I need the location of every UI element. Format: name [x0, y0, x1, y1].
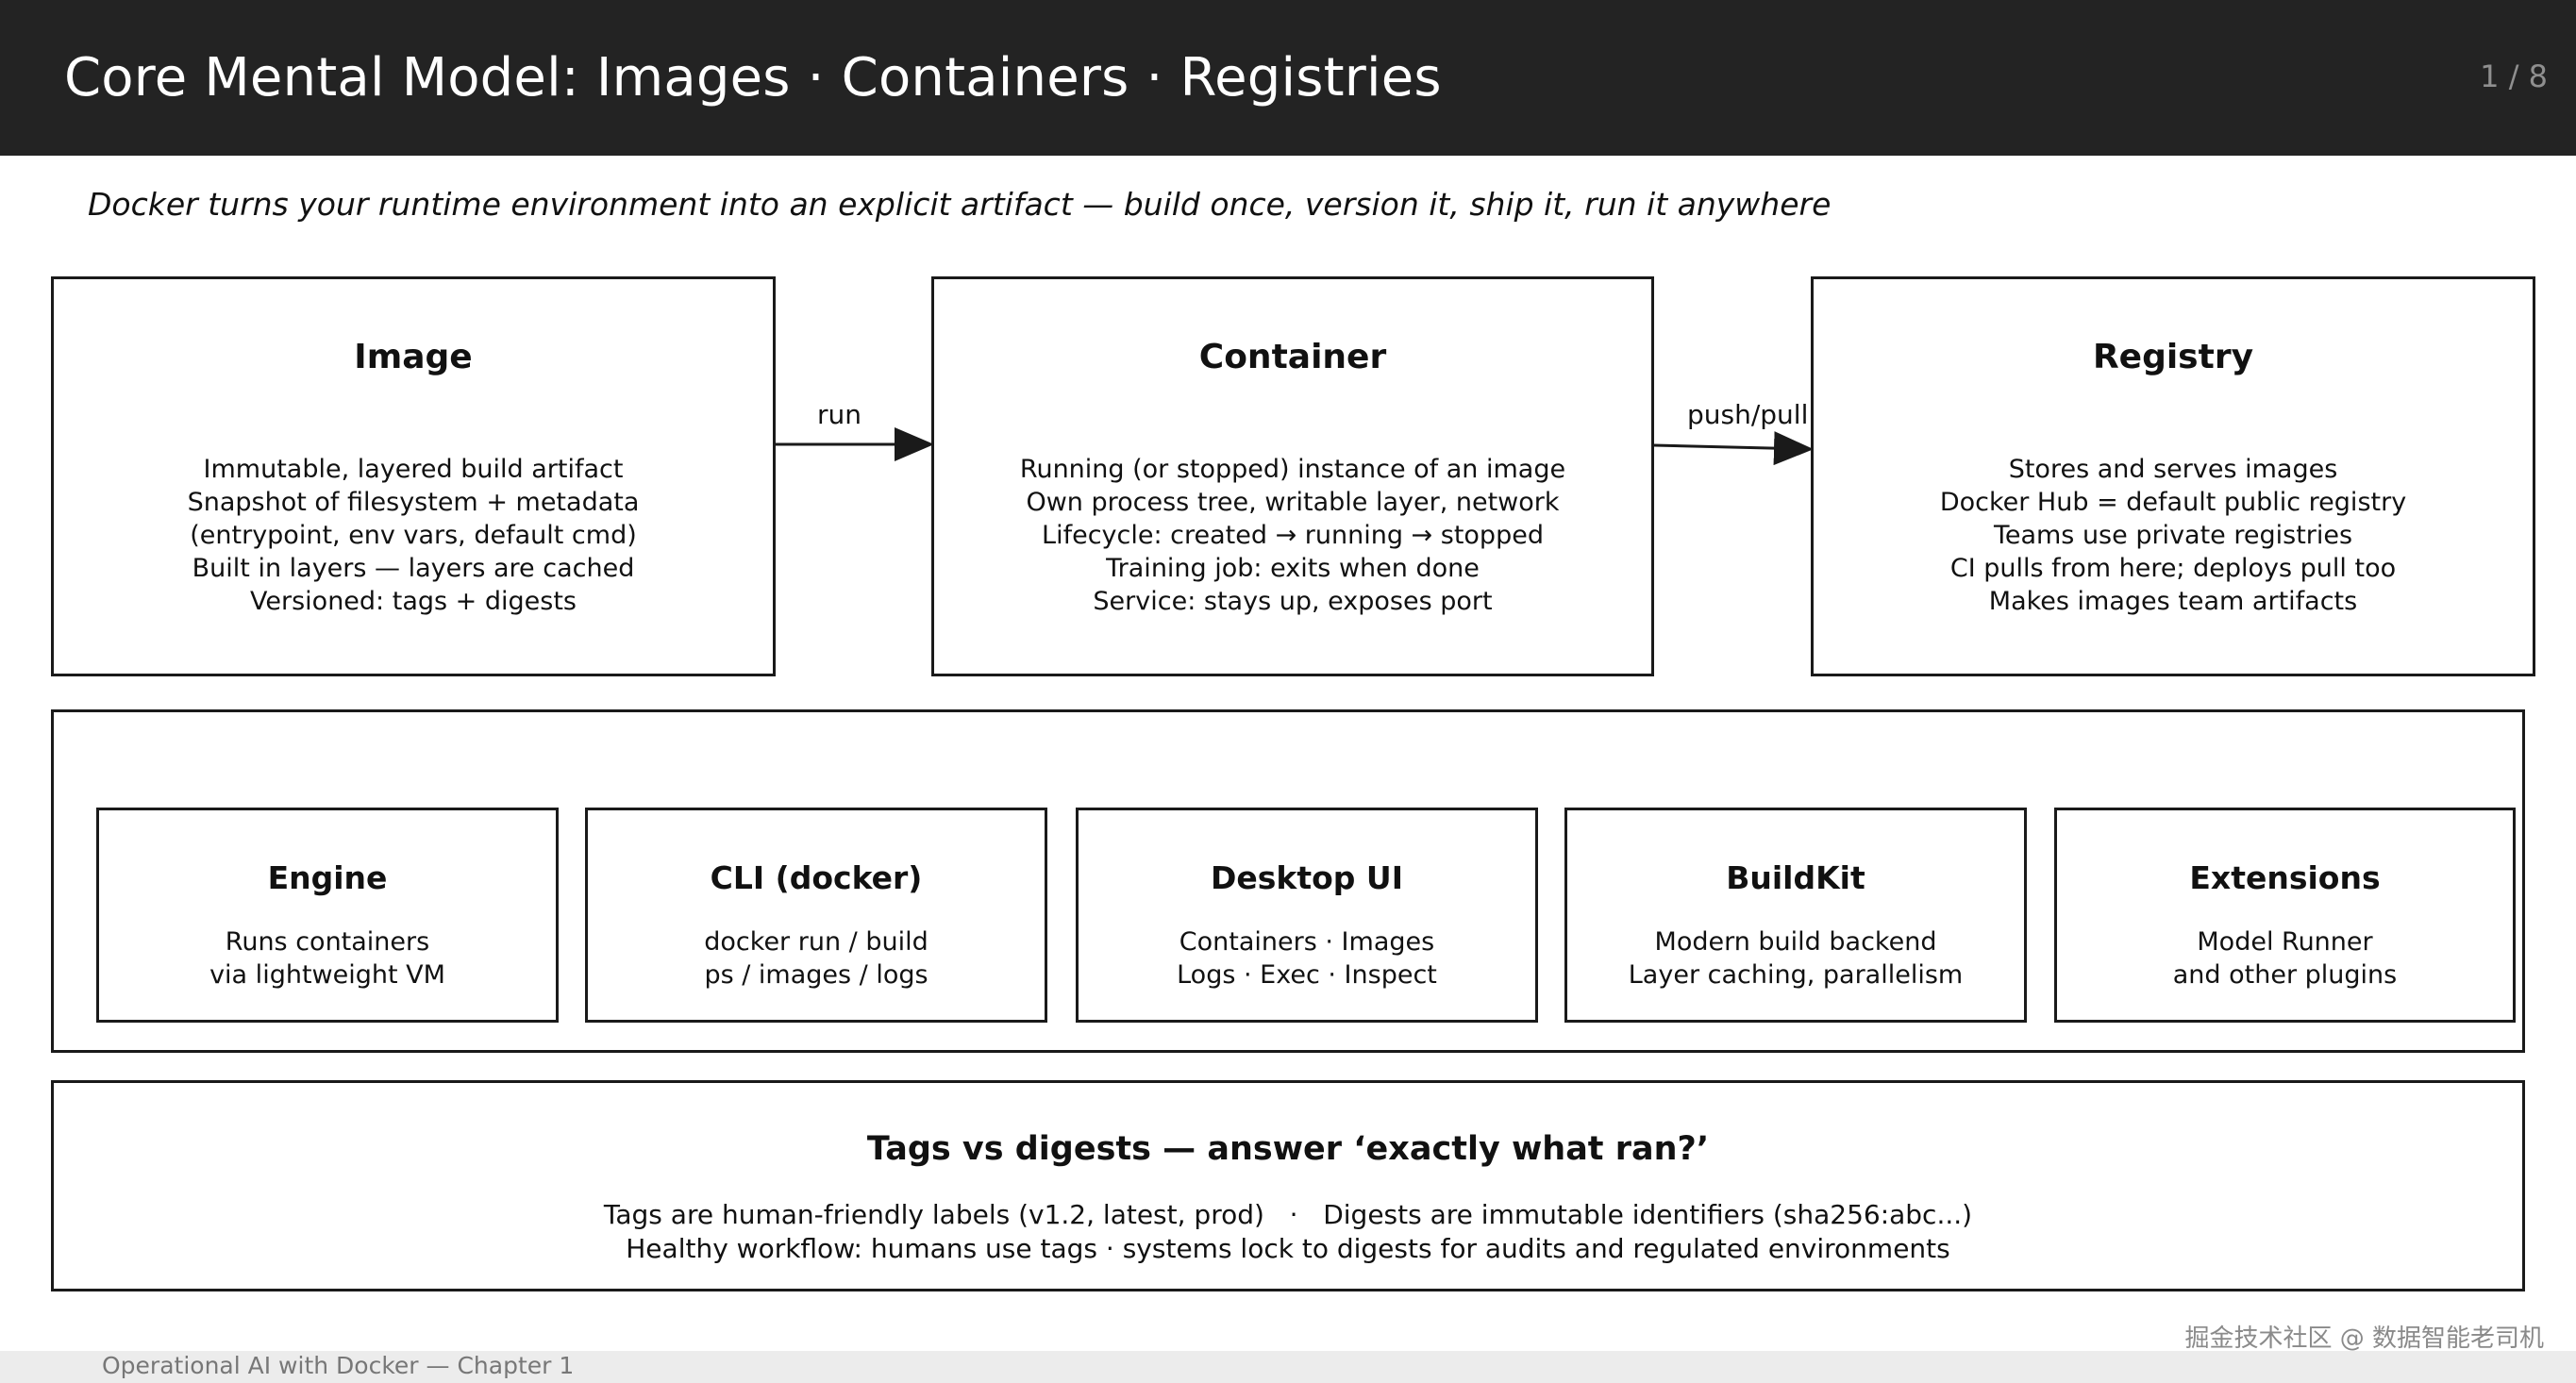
registry-description: Stores and serves images Docker Hub = de…: [1814, 453, 2533, 618]
footer-bar: [0, 1351, 2576, 1383]
registry-box: Registry Stores and serves images Docker…: [1811, 276, 2535, 676]
extensions-line: and other plugins: [2172, 960, 2398, 990]
push-pull-edge-label: push/pull: [1687, 399, 1809, 430]
registry-title: Registry: [2092, 338, 2254, 376]
buildkit-line: Layer caching, parallelism: [1628, 960, 1964, 990]
cli-line: docker run / build: [704, 927, 928, 957]
buildkit-box: BuildKit Modern build backend Layer cach…: [1564, 808, 2027, 1023]
engine-line: Runs containers: [225, 927, 430, 957]
image-description: Immutable, layered build artifact Snapsh…: [54, 453, 773, 618]
container-box: Container Running (or stopped) instance …: [931, 276, 1654, 676]
cli-description: docker run / build ps / images / logs: [588, 925, 1045, 991]
image-box: Image Immutable, layered build artifact …: [51, 276, 776, 676]
extensions-line: Model Runner: [2197, 927, 2373, 957]
header-bar: Core Mental Model: Images · Containers ·…: [0, 0, 2576, 156]
tags-vs-digests-panel: Tags vs digests — answer ‘exactly what r…: [51, 1080, 2525, 1291]
push-pull-arrow: [1653, 431, 1814, 466]
registry-line: Docker Hub = default public registry: [1939, 488, 2407, 517]
tags-vs-digests-line: Healthy workflow: humans use tags · syst…: [626, 1233, 1950, 1264]
image-line: Snapshot of filesystem + metadata: [187, 488, 640, 517]
desktop-ui-title: Desktop UI: [1211, 859, 1403, 896]
container-line: Own process tree, writable layer, networ…: [1026, 488, 1560, 517]
buildkit-description: Modern build backend Layer caching, para…: [1567, 925, 2024, 991]
buildkit-line: Modern build backend: [1654, 927, 1937, 957]
container-line: Service: stays up, exposes port: [1093, 587, 1493, 616]
extensions-box: Extensions Model Runner and other plugin…: [2054, 808, 2516, 1023]
cli-box: CLI (docker) docker run / build ps / ima…: [585, 808, 1047, 1023]
engine-title: Engine: [267, 859, 388, 896]
container-line: Lifecycle: created → running → stopped: [1042, 521, 1544, 550]
registry-line: Stores and serves images: [2008, 455, 2338, 484]
page-indicator: 1 / 8: [2480, 58, 2548, 94]
image-line: (entrypoint, env vars, default cmd): [190, 521, 637, 550]
desktop-ui-line: Logs · Exec · Inspect: [1177, 960, 1437, 990]
desktop-ui-box: Desktop UI Containers · Images Logs · Ex…: [1076, 808, 1538, 1023]
footer-text: Operational AI with Docker — Chapter 1: [102, 1352, 575, 1379]
run-edge-label: run: [817, 399, 862, 430]
engine-box: Engine Runs containers via lightweight V…: [96, 808, 559, 1023]
image-line: Versioned: tags + digests: [250, 587, 577, 616]
extensions-title: Extensions: [2189, 859, 2381, 896]
slide-title: Core Mental Model: Images · Containers ·…: [64, 47, 1442, 108]
slide-subtitle: Docker turns your runtime environment in…: [88, 186, 1832, 223]
container-title: Container: [1198, 338, 1387, 376]
container-line: Running (or stopped) instance of an imag…: [1019, 455, 1566, 484]
desktop-ui-line: Containers · Images: [1179, 927, 1435, 957]
engine-line: via lightweight VM: [209, 960, 445, 990]
container-description: Running (or stopped) instance of an imag…: [934, 453, 1651, 618]
image-line: Built in layers — layers are cached: [192, 554, 635, 583]
extensions-description: Model Runner and other plugins: [2057, 925, 2513, 991]
tags-vs-digests-line: Tags are human-friendly labels (v1.2, la…: [603, 1199, 1973, 1230]
engine-description: Runs containers via lightweight VM: [99, 925, 556, 991]
cli-title: CLI (docker): [710, 859, 923, 896]
registry-line: Makes images team artifacts: [1988, 587, 2358, 616]
watermark: 掘金技术社区 @ 数据智能老司机: [2184, 1325, 2544, 1353]
image-line: Immutable, layered build artifact: [203, 455, 624, 484]
registry-line: CI pulls from here; deploys pull too: [1949, 554, 2397, 583]
buildkit-title: BuildKit: [1726, 859, 1865, 896]
desktop-ui-description: Containers · Images Logs · Exec · Inspec…: [1079, 925, 1535, 991]
tags-vs-digests-description: Tags are human-friendly labels (v1.2, la…: [54, 1198, 2522, 1266]
image-title: Image: [354, 338, 473, 376]
registry-line: Teams use private registries: [1993, 521, 2353, 550]
cli-line: ps / images / logs: [704, 960, 928, 990]
tags-vs-digests-title: Tags vs digests — answer ‘exactly what r…: [866, 1130, 1710, 1168]
container-line: Training job: exits when done: [1106, 554, 1480, 583]
